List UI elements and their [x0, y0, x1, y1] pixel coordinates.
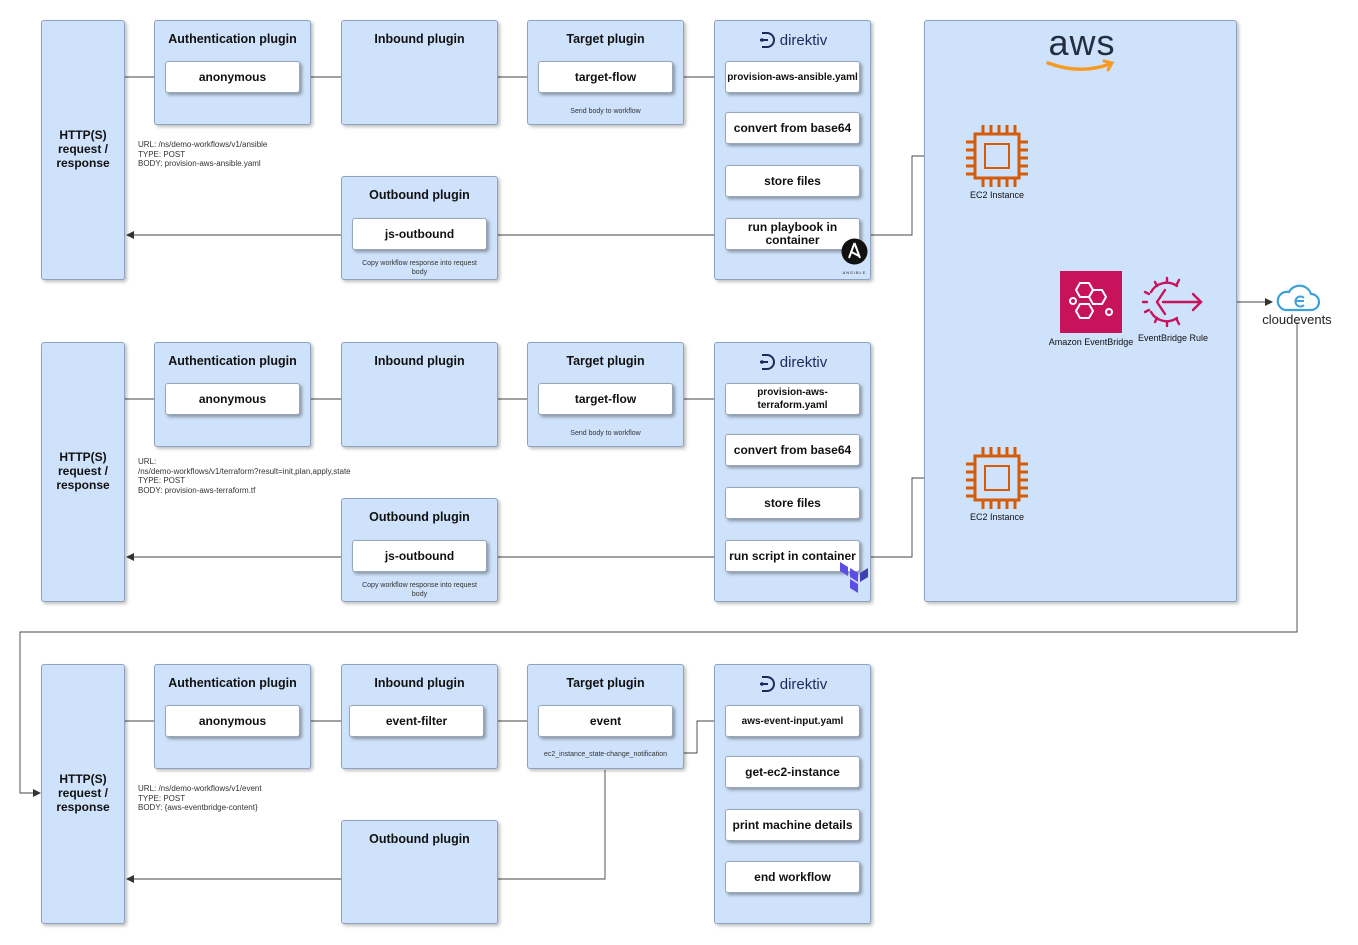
eventbridge-label: Amazon EventBridge — [1048, 337, 1134, 347]
eventbridge-rule-label: EventBridge Rule — [1137, 333, 1209, 343]
aws-logo-text: aws — [1048, 22, 1116, 63]
event-filter-node[interactable]: event-filter — [349, 705, 484, 737]
direktiv-wordmark-3: direktiv — [779, 675, 828, 693]
target-plugin-title-2: Target plugin — [566, 354, 645, 368]
request-details-1: URL: /ns/demo-workflows/v1/ansible TYPE:… — [138, 140, 268, 168]
workflow-step-3-2[interactable]: get-ec2-instance — [725, 756, 860, 788]
inbound-plugin-1: Inbound plugin — [341, 20, 498, 125]
direktiv-logo-icon — [759, 354, 775, 370]
outbound-plugin-3: Outbound plugin — [341, 820, 498, 924]
auth-plugin-title-3: Authentication plugin — [168, 676, 297, 690]
request-details-2: URL: /ns/demo-workflows/v1/terraform?res… — [138, 457, 351, 495]
js-outbound-node-1[interactable]: js-outbound — [352, 218, 487, 250]
inbound-plugin-title-2: Inbound plugin — [374, 354, 465, 368]
direktiv-brand-1: direktiv — [715, 31, 870, 49]
terraform-icon — [840, 562, 868, 593]
workflow-step-2-2[interactable]: convert from base64 — [725, 434, 860, 466]
workflow-step-2-1[interactable]: provision-aws-terraform.yaml — [725, 383, 860, 415]
direktiv-wordmark-1: direktiv — [779, 31, 828, 49]
anonymous-node-3[interactable]: anonymous — [165, 705, 300, 737]
inbound-plugin-title-1: Inbound plugin — [374, 32, 465, 46]
aws-smile-icon — [1046, 59, 1115, 72]
ec2-instance-label-2: EC2 Instance — [969, 512, 1025, 522]
workflow-step-1-4[interactable]: run playbook in container — [725, 218, 860, 250]
workflow-step-1-1[interactable]: provision-aws-ansible.yaml — [725, 61, 860, 93]
event-node[interactable]: event — [538, 705, 673, 737]
http-box-2: HTTP(S) request / response — [41, 342, 125, 602]
ec2-instance-label-1: EC2 Instance — [969, 190, 1025, 200]
target-note-3: ec2_instance_state-change_notification — [544, 751, 667, 758]
http-box-1: HTTP(S) request / response — [41, 20, 125, 280]
outbound-note-1: Copy workflow response into request body — [362, 260, 477, 276]
outbound-plugin-title-3: Outbound plugin — [369, 832, 470, 846]
target-flow-node-2[interactable]: target-flow — [538, 383, 673, 415]
ansible-icon: ANSIBLE — [841, 238, 868, 275]
auth-plugin-title-1: Authentication plugin — [168, 32, 297, 46]
workflow-step-3-4[interactable]: end workflow — [725, 861, 860, 893]
workflow-step-1-3[interactable]: store files — [725, 165, 860, 197]
direktiv-brand-2: direktiv — [715, 353, 870, 371]
direktiv-brand-3: direktiv — [715, 675, 870, 693]
eventbridge-rule-icon — [1141, 276, 1203, 328]
workflow-step-1-2[interactable]: convert from base64 — [725, 112, 860, 144]
http-label-3: HTTP(S) request / response — [56, 772, 110, 814]
target-plugin-title-3: Target plugin — [566, 676, 645, 690]
http-label-2: HTTP(S) request / response — [56, 450, 110, 492]
auth-plugin-title-2: Authentication plugin — [168, 354, 297, 368]
js-outbound-node-2[interactable]: js-outbound — [352, 540, 487, 572]
cloudevents-label: cloudevents — [1262, 312, 1332, 327]
outbound-plugin-title-1: Outbound plugin — [369, 188, 470, 202]
workflow-step-3-3[interactable]: print machine details — [725, 809, 860, 841]
cloudevents-icon — [1276, 284, 1321, 312]
target-flow-node-1[interactable]: target-flow — [538, 61, 673, 93]
http-label-1: HTTP(S) request / response — [56, 128, 110, 170]
workflow-step-3-1[interactable]: aws-event-input.yaml — [725, 705, 860, 737]
target-note-1: Send body to workflow — [570, 108, 641, 115]
anonymous-node-2[interactable]: anonymous — [165, 383, 300, 415]
anonymous-node-1[interactable]: anonymous — [165, 61, 300, 93]
inbound-plugin-title-3: Inbound plugin — [374, 676, 465, 690]
outbound-plugin-title-2: Outbound plugin — [369, 510, 470, 524]
outbound-note-2: Copy workflow response into request body — [362, 582, 477, 598]
http-box-3: HTTP(S) request / response — [41, 664, 125, 924]
target-note-2: Send body to workflow — [570, 430, 641, 437]
target-plugin-title-1: Target plugin — [566, 32, 645, 46]
ec2-instance-icon-1 — [966, 125, 1028, 187]
workflow-step-2-3[interactable]: store files — [725, 487, 860, 519]
direktiv-logo-icon — [759, 32, 775, 48]
direktiv-logo-icon — [759, 676, 775, 692]
inbound-plugin-2: Inbound plugin — [341, 342, 498, 447]
direktiv-wordmark-2: direktiv — [779, 353, 828, 371]
request-details-3: URL: /ns/demo-workflows/v1/event TYPE: P… — [138, 784, 262, 812]
ansible-icon-label: ANSIBLE — [842, 270, 867, 275]
aws-logo: aws — [1044, 23, 1120, 79]
workflow-step-2-4[interactable]: run script in container — [725, 540, 860, 572]
ec2-instance-icon-2 — [966, 447, 1028, 509]
eventbridge-icon — [1060, 271, 1122, 333]
